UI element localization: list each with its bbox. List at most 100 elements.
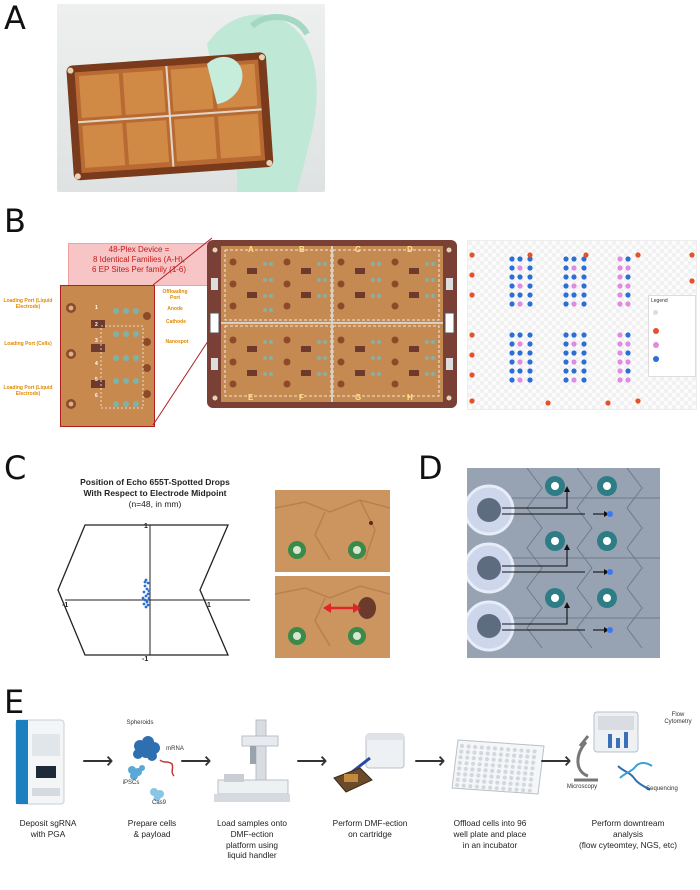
spot-dot: [571, 301, 577, 307]
spot-dot-red: [469, 292, 475, 298]
label-anode: Anode: [167, 306, 183, 312]
plate-well: [478, 756, 483, 761]
spot-dot: [563, 359, 569, 365]
site-number-6: 6: [95, 393, 98, 399]
family-label-b: B: [299, 245, 305, 254]
spot-dot: [571, 350, 577, 356]
spot-dot: [581, 265, 587, 271]
site-number-2: 2: [95, 322, 98, 328]
plate-well: [472, 750, 477, 755]
icon-label-flow-cytometry: Flow Cytometry: [664, 712, 692, 725]
plate-well: [498, 752, 503, 757]
plate-well: [474, 784, 479, 789]
spot-dot: [625, 274, 631, 280]
spot-dot: [527, 359, 533, 365]
plate-well: [519, 748, 524, 753]
microscope-icon: [574, 735, 598, 782]
dmf-cartridge-icon: [333, 733, 405, 793]
plate-well: [475, 779, 480, 784]
spot-dot: [509, 301, 515, 307]
spot-dot: [617, 377, 623, 383]
spot-dot: [517, 283, 523, 289]
plate-well: [499, 746, 504, 752]
spot-dot: [625, 265, 631, 271]
flow-arrow-1: ⟶: [82, 748, 114, 773]
cells-payload-icon: [128, 736, 175, 802]
spot-dot: [527, 292, 533, 298]
drop-points: [141, 578, 151, 609]
spot-dot: [625, 332, 631, 338]
spot-dot: [563, 332, 569, 338]
spot-dot: [617, 301, 623, 307]
flow-arrow-2: ⟶: [180, 748, 212, 773]
spot-dot: [617, 274, 623, 280]
plot-title-line3: (n=48, in mm): [128, 499, 182, 510]
spot-dot: [517, 274, 523, 280]
plate-well: [517, 765, 522, 770]
spot-dot: [517, 292, 523, 298]
label-loading-port-cells: Loading Port (Cells): [4, 341, 52, 347]
spot-dot: [581, 256, 587, 262]
family-label-h: H: [407, 393, 413, 402]
plate-well: [505, 753, 510, 758]
spot-dot: [517, 359, 523, 365]
plate-well: [473, 744, 478, 750]
panel-letter-c: C: [4, 449, 27, 487]
tick-top: 1: [144, 523, 148, 530]
plate-well: [479, 751, 484, 756]
plate-well: [477, 762, 482, 767]
plate-well: [521, 788, 526, 793]
site-number-1: 1: [95, 305, 98, 311]
label-loading-port-liquid-bottom: Loading Port (Liquid Electrode): [3, 385, 53, 397]
spot-dot-red: [605, 400, 611, 406]
spot-dot: [517, 256, 523, 262]
spot-dot: [563, 341, 569, 347]
device-held-in-glove-image: [66, 13, 317, 192]
spot-dot-red: [545, 400, 551, 406]
legend-swatch-red: [653, 328, 659, 334]
flow-arrow-3: ⟶: [296, 748, 328, 773]
spot-dot: [625, 301, 631, 307]
step-caption-3: Load samples onto DMF-ection platform us…: [216, 818, 288, 861]
plate-well: [468, 784, 473, 789]
plate-well: [517, 759, 523, 764]
family-label-d: D: [407, 245, 413, 254]
spot-dot: [509, 377, 515, 383]
panel-letter-d: D: [418, 449, 443, 487]
spot-dot-red: [635, 398, 641, 404]
plate-well: [484, 762, 489, 767]
label-loading-port-liquid-top: Loading Port (Liquid Electrode): [3, 298, 53, 310]
spot-dot: [517, 350, 523, 356]
legend-swatch-pink: [653, 342, 659, 348]
spot-dot: [581, 368, 587, 374]
spot-dot: [625, 359, 631, 365]
spot-dot: [527, 256, 533, 262]
well-plate-icon: [451, 739, 545, 795]
single-family-image: 1 2 3 4 5 6: [60, 285, 155, 427]
plate-well: [506, 747, 511, 752]
spot-dot: [625, 368, 631, 374]
spot-dot: [509, 256, 515, 262]
spot-dot-red: [527, 252, 533, 258]
spot-dot: [517, 377, 523, 383]
spot-dot: [509, 274, 515, 280]
plate-well: [525, 748, 531, 754]
zoom-connector-lines: [152, 237, 213, 426]
step-caption-1: Deposit sgRNA with PGA: [19, 818, 77, 839]
panel-d-photo: [467, 468, 660, 658]
spot-dot: [527, 274, 533, 280]
spot-dot: [571, 359, 577, 365]
legend-swatch-blue: [653, 356, 659, 362]
plate-well: [459, 743, 465, 749]
spot-dot: [509, 292, 515, 298]
plate-well: [502, 775, 507, 780]
step-caption-4: Perform DMF-ection on cartridge: [332, 818, 408, 839]
spot-dot: [527, 350, 533, 356]
plate-well: [532, 749, 537, 754]
plate-well: [469, 772, 474, 778]
spot-dot-red: [469, 272, 475, 278]
plate-well: [492, 752, 497, 757]
plate-well: [521, 782, 526, 787]
spot-dot: [617, 332, 623, 338]
liquid-handler-icon: [214, 719, 290, 802]
